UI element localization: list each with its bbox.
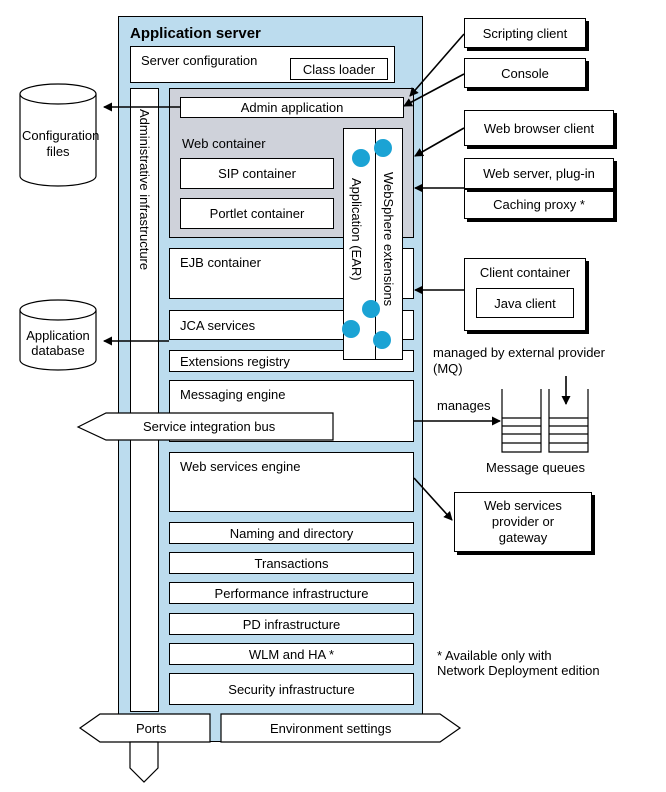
extensions-registry-label: Extensions registry <box>180 353 290 369</box>
java-client-label: Java client <box>494 295 556 311</box>
wlm-ha-label: WLM and HA * <box>248 646 335 662</box>
portlet-container-label: Portlet container <box>209 206 305 221</box>
footnote-line-1: * Available only with <box>437 648 552 663</box>
naming-directory-box: Naming and directory <box>169 522 414 544</box>
caching-proxy-box: Caching proxy * <box>464 189 614 219</box>
console-label: Console <box>501 65 549 81</box>
performance-infrastructure-label: Performance infrastructure <box>214 585 369 601</box>
ejb-container-label: EJB container <box>180 255 261 270</box>
client-container-label: Client container <box>479 265 571 280</box>
web-services-provider-box: Web services provider or gateway <box>454 492 592 552</box>
configuration-files-label-1: Configuration <box>22 128 100 143</box>
transactions-box: Transactions <box>169 552 414 574</box>
sip-container-label: SIP container <box>218 166 296 181</box>
application-ear-label: Application (EAR) <box>349 178 364 281</box>
portlet-container-box: Portlet container <box>180 198 334 229</box>
web-server-plugin-box: Web server, plug-in <box>464 158 614 189</box>
pd-infrastructure-label: PD infrastructure <box>242 616 341 632</box>
down-chevron-arrow <box>129 741 159 783</box>
managed-by-label-1: managed by external provider <box>433 345 605 360</box>
web-services-provider-label-2: provider or <box>491 514 555 529</box>
application-server-title: Application server <box>130 25 261 42</box>
admin-application-label: Admin application <box>240 100 344 115</box>
application-database-label-2: database <box>31 343 85 358</box>
web-server-plugin-label: Web server, plug-in <box>483 166 595 181</box>
class-loader-box: Class loader <box>290 58 388 80</box>
web-browser-client-box: Web browser client <box>464 110 614 146</box>
administrative-infrastructure-label: Administrative infrastructure <box>137 109 152 271</box>
web-browser-client-label: Web browser client <box>483 120 595 136</box>
server-configuration-box: Server configuration <box>130 46 395 83</box>
java-client-box: Java client <box>476 288 574 318</box>
transactions-label: Transactions <box>254 555 329 571</box>
performance-infrastructure-box: Performance infrastructure <box>169 582 414 604</box>
sip-container-box: SIP container <box>180 158 334 189</box>
naming-directory-label: Naming and directory <box>229 525 354 541</box>
security-infrastructure-box: Security infrastructure <box>169 673 414 705</box>
managed-by-label-2: (MQ) <box>433 361 463 376</box>
service-integration-bus-label: Service integration bus <box>143 419 276 434</box>
admin-application-box: Admin application <box>180 97 404 118</box>
caching-proxy-label: Caching proxy * <box>493 196 585 212</box>
configuration-files-label-2: files <box>46 144 70 159</box>
security-infrastructure-label: Security infrastructure <box>228 681 355 697</box>
web-container-label: Web container <box>182 136 266 151</box>
class-loader-label: Class loader <box>302 61 376 77</box>
application-database-label-1: Application <box>26 328 90 343</box>
pd-infrastructure-box: PD infrastructure <box>169 613 414 635</box>
web-services-provider-label-1: Web services <box>484 498 562 513</box>
messaging-engine-label: Messaging engine <box>180 387 286 402</box>
web-services-provider-label-3: gateway <box>498 530 548 545</box>
web-services-engine-label: Web services engine <box>180 459 301 474</box>
scripting-client-box: Scripting client <box>464 18 586 48</box>
administrative-infrastructure-column: Administrative infrastructure <box>130 88 159 712</box>
wlm-ha-box: WLM and HA * <box>169 643 414 665</box>
server-configuration-label: Server configuration <box>141 53 258 68</box>
application-ear-divider <box>375 128 376 360</box>
websphere-extensions-label: WebSphere extensions <box>381 172 396 307</box>
environment-settings-label: Environment settings <box>270 721 392 736</box>
footnote-line-2: Network Deployment edition <box>437 663 600 678</box>
scripting-client-label: Scripting client <box>482 25 568 41</box>
manages-label: manages <box>437 398 491 413</box>
ports-label: Ports <box>136 721 167 736</box>
message-queues-label: Message queues <box>486 460 586 475</box>
console-box: Console <box>464 58 586 88</box>
web-services-engine-box: Web services engine <box>169 452 414 512</box>
jca-services-label: JCA services <box>180 317 256 333</box>
